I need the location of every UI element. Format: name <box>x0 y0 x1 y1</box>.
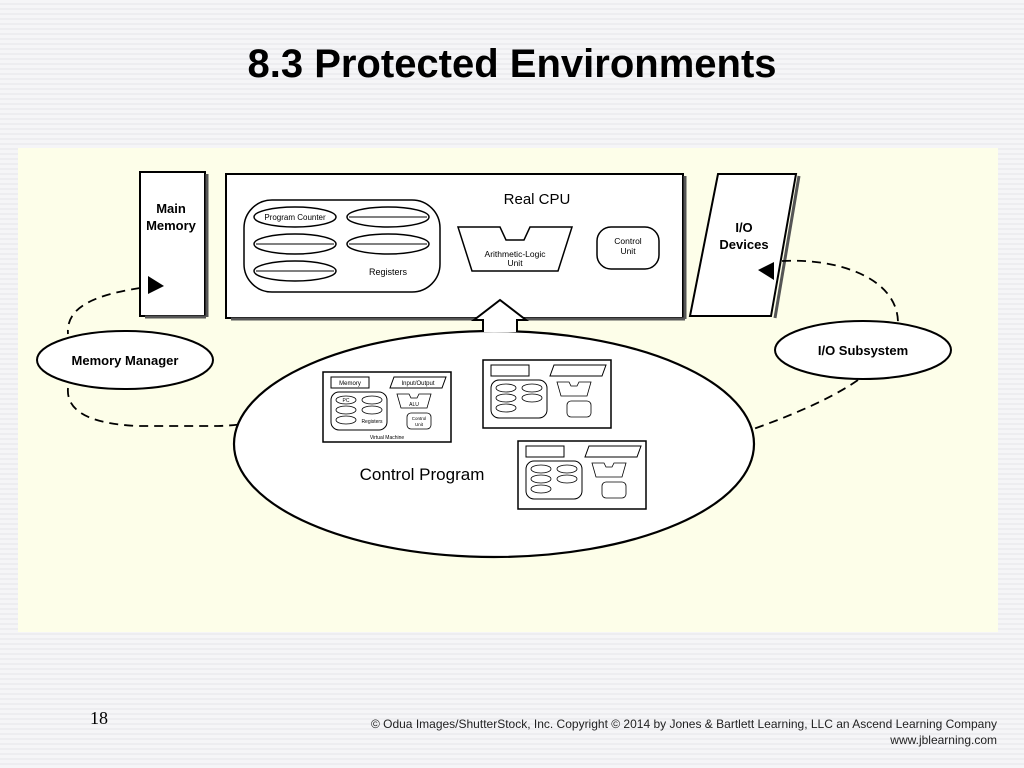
protected-environments-diagram: Main Memory Real CPU Program Counter Reg… <box>18 148 998 632</box>
program-counter-label: Program Counter <box>264 213 326 222</box>
diagram-svg: Main Memory Real CPU Program Counter Reg… <box>36 171 952 559</box>
memory-manager-label: Memory Manager <box>72 353 179 368</box>
vm-registers-label: Registers <box>361 419 383 425</box>
io-devices-label-2: Devices <box>719 237 768 252</box>
real-cpu: Real CPU Program Counter Registers Arith… <box>225 173 687 321</box>
control-unit-label-1: Control <box>614 236 642 246</box>
control-unit-label-2: Unit <box>620 246 636 256</box>
vm-input-output-label: Input/Output <box>401 381 434 387</box>
io-connector-bottom <box>647 379 859 461</box>
slide-title: 8.3 Protected Environments <box>247 42 777 86</box>
control-program-label: Control Program <box>360 465 485 484</box>
main-memory-label-1: Main <box>156 201 186 216</box>
copyright-text: © Odua Images/ShutterStock, Inc. Copyrig… <box>370 717 997 731</box>
virtual-machine-2 <box>482 359 612 429</box>
virtual-machine-3 <box>517 440 647 510</box>
copyright-credit: © Odua Images/ShutterStock, Inc. Copyrig… <box>371 716 997 748</box>
io-subsystem-label: I/O Subsystem <box>818 343 908 358</box>
vm-caption: Virtual Machine <box>370 435 405 441</box>
register-group <box>243 199 441 293</box>
vm-control-label-1: Control <box>412 416 427 421</box>
registers-label: Registers <box>369 267 408 277</box>
slide-number: 18 <box>90 708 108 728</box>
alu-label-2: Unit <box>507 258 523 268</box>
io-subsystem: I/O Subsystem <box>774 320 952 380</box>
io-connector-top <box>781 259 899 324</box>
memory-connector-top <box>67 287 141 335</box>
io-devices: I/O Devices <box>688 173 801 319</box>
up-arrow-icon <box>471 298 529 332</box>
alu-label-1: Arithmetic-Logic <box>485 249 547 259</box>
main-memory-label-2: Memory <box>146 218 197 233</box>
io-devices-label-1: I/O <box>735 220 752 235</box>
vm-control-label-2: Unit <box>415 422 424 427</box>
main-memory: Main Memory <box>139 171 209 319</box>
alu-shape <box>456 226 574 272</box>
vm-alu-label: ALU <box>409 402 419 408</box>
memory-input-arrow-icon <box>148 276 164 294</box>
vm-memory-label: Memory <box>339 381 361 387</box>
io-input-arrow-icon <box>758 262 774 280</box>
virtual-machine-1: Memory Input/Output PC Registers ALU Con… <box>322 371 452 443</box>
website-link[interactable]: www.jblearning.com <box>890 733 997 747</box>
vm-pc-label: PC <box>343 398 350 404</box>
program-counter-register <box>253 206 337 228</box>
real-cpu-label: Real CPU <box>504 191 571 208</box>
memory-manager: Memory Manager <box>36 330 214 390</box>
control-unit <box>596 226 660 270</box>
